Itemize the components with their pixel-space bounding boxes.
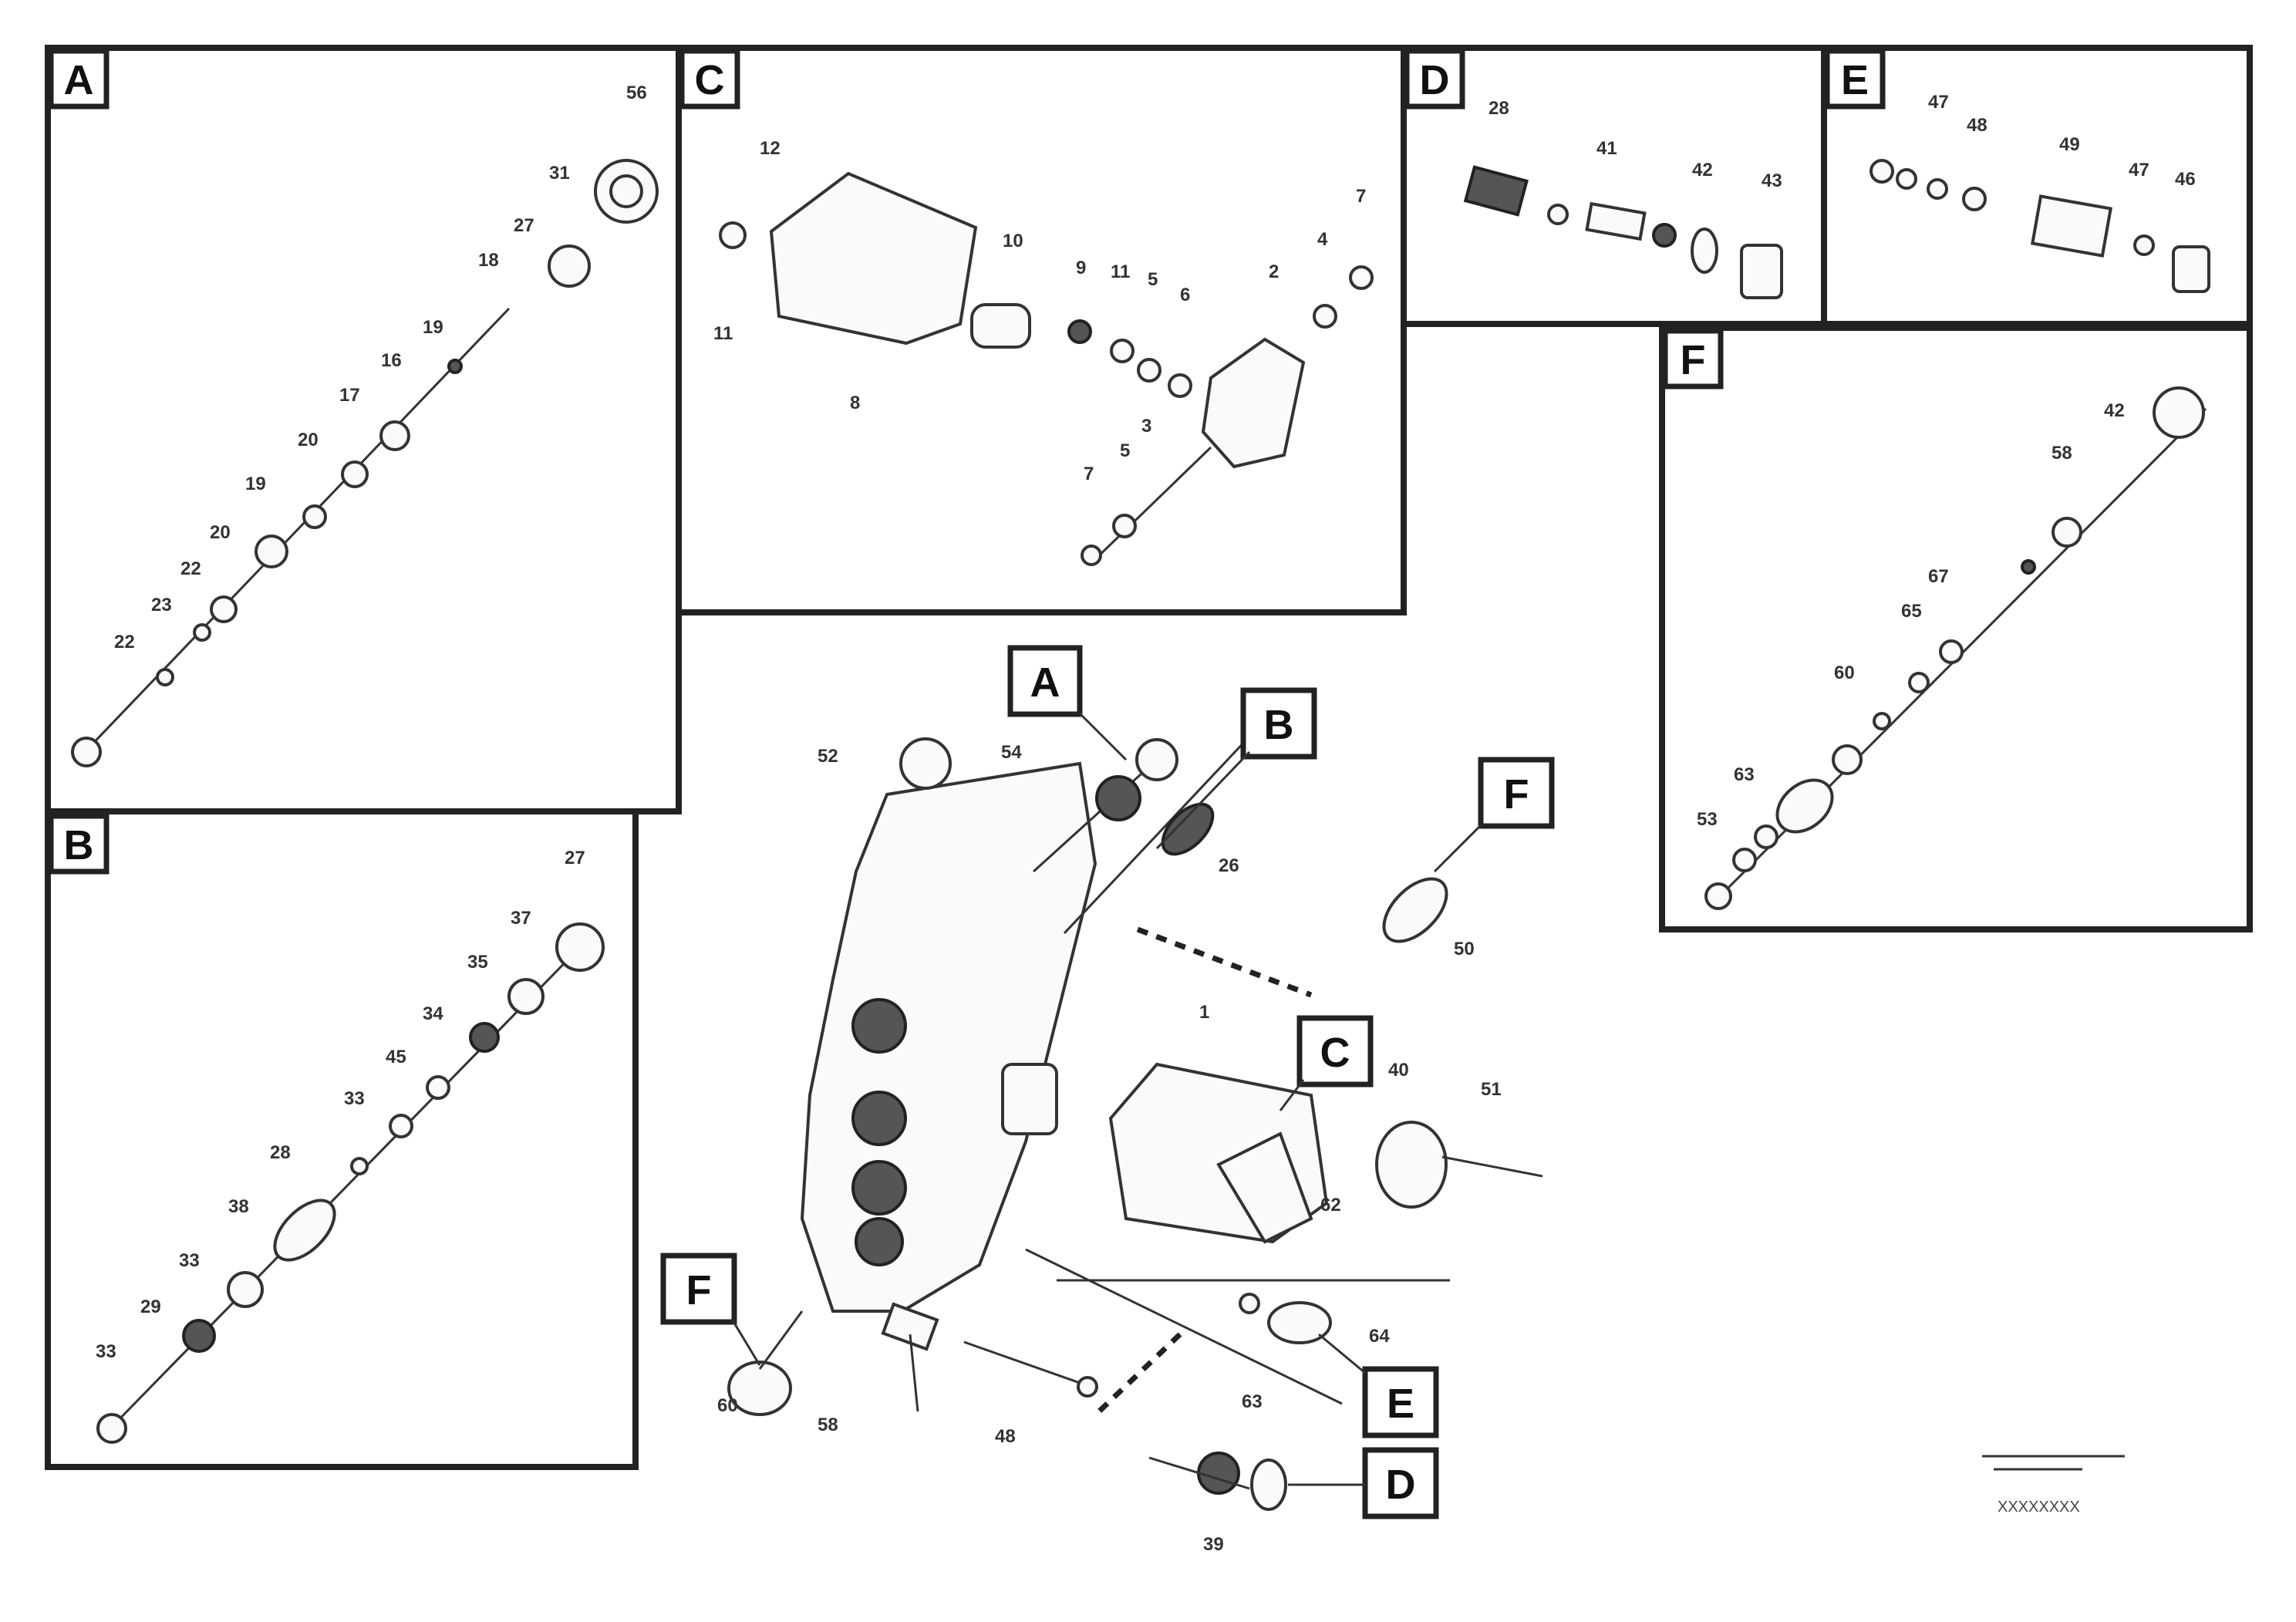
part-number: 2 bbox=[1269, 261, 1279, 282]
part-number: 56 bbox=[626, 83, 647, 103]
panel-f-numbers: 42 58 67 65 60 63 53 bbox=[1697, 400, 2125, 830]
part-number: 10 bbox=[1003, 231, 1023, 251]
part-number: 4 bbox=[1317, 229, 1328, 250]
part-number: 11 bbox=[713, 323, 733, 344]
part-number: 18 bbox=[478, 250, 499, 271]
part-number: 63 bbox=[1734, 764, 1755, 785]
callout-b: B bbox=[1264, 702, 1294, 748]
part-number: 33 bbox=[179, 1250, 200, 1271]
detail-panel-d: D 28 41 42 43 bbox=[1401, 45, 1827, 327]
part-number: 67 bbox=[1928, 566, 1949, 587]
part-number: 7 bbox=[1356, 186, 1366, 207]
part-number: 52 bbox=[818, 746, 838, 767]
part-number: 27 bbox=[565, 848, 585, 868]
part-number: 40 bbox=[1388, 1060, 1409, 1081]
part-number: 12 bbox=[760, 138, 781, 159]
part-number: 43 bbox=[1762, 170, 1782, 191]
main-callouts: A B F C F E D bbox=[660, 645, 1555, 1519]
part-number: 26 bbox=[1219, 855, 1239, 876]
part-number: 51 bbox=[1481, 1079, 1502, 1100]
panel-e-numbers: 47 48 49 47 46 bbox=[1928, 92, 2196, 190]
drawing-code: XXXXXXXX bbox=[1998, 1499, 2080, 1516]
part-number: 27 bbox=[514, 215, 534, 236]
part-number: 42 bbox=[1692, 160, 1713, 180]
part-number: 53 bbox=[1697, 809, 1718, 830]
part-number: 16 bbox=[381, 350, 402, 371]
part-number: 33 bbox=[344, 1088, 365, 1109]
part-number: 47 bbox=[2129, 160, 2149, 180]
panel-f-label: F bbox=[1681, 337, 1706, 383]
part-number: 64 bbox=[1369, 1326, 1390, 1347]
part-number: 41 bbox=[1596, 138, 1617, 159]
part-number: 60 bbox=[717, 1395, 738, 1416]
callout-a: A bbox=[1030, 659, 1060, 706]
part-number: 3 bbox=[1141, 416, 1151, 437]
detail-panel-e: E 47 48 49 47 46 bbox=[1821, 45, 2253, 327]
part-number: 5 bbox=[1148, 269, 1158, 290]
part-number: 60 bbox=[1834, 663, 1855, 683]
part-number: 34 bbox=[423, 1003, 443, 1024]
part-number: 5 bbox=[1120, 440, 1130, 461]
callout-d: D bbox=[1386, 1462, 1416, 1508]
part-number: 46 bbox=[2175, 169, 2196, 190]
panel-c-label: C bbox=[695, 57, 725, 103]
part-number: 37 bbox=[511, 908, 531, 929]
part-number: 28 bbox=[270, 1142, 291, 1163]
drawing-code-block: XXXXXXXX bbox=[1982, 1455, 2125, 1516]
part-number: 38 bbox=[228, 1196, 249, 1217]
part-number: 8 bbox=[850, 393, 860, 413]
callout-e: E bbox=[1387, 1381, 1414, 1427]
panel-d-label: D bbox=[1420, 57, 1450, 103]
detail-panel-c: C 12 11 8 10 9 11 5 6 2 4 7 7 5 3 bbox=[676, 45, 1407, 615]
part-number: 20 bbox=[298, 430, 319, 450]
part-number: 9 bbox=[1076, 258, 1086, 278]
part-number: 1 bbox=[1199, 1002, 1209, 1023]
detail-panel-a: A 56 31 27 18 19 16 17 20 19 20 22 23 22 bbox=[45, 45, 682, 814]
part-number: 35 bbox=[467, 952, 488, 973]
detail-panel-b: B 27 37 35 34 45 33 28 38 33 29 33 bbox=[45, 808, 639, 1470]
panel-a-label: A bbox=[64, 57, 94, 103]
part-number: 20 bbox=[210, 522, 231, 543]
part-number: 48 bbox=[1967, 115, 1988, 136]
part-number: 22 bbox=[114, 632, 135, 653]
part-number: 47 bbox=[1928, 92, 1949, 113]
panel-d-numbers: 28 41 42 43 bbox=[1489, 98, 1782, 191]
part-number: 29 bbox=[140, 1297, 161, 1317]
main-assembly: 52 54 26 50 1 40 51 62 64 60 58 48 63 39… bbox=[660, 645, 1555, 1555]
part-number: 50 bbox=[1454, 939, 1475, 959]
panel-c-numbers: 12 11 8 10 9 11 5 6 2 4 7 7 5 3 bbox=[713, 138, 1366, 484]
part-number: 54 bbox=[1001, 742, 1022, 763]
part-number: 6 bbox=[1180, 285, 1190, 305]
part-number: 65 bbox=[1901, 601, 1922, 622]
part-number: 11 bbox=[1111, 261, 1130, 282]
part-number: 23 bbox=[151, 595, 172, 615]
panel-a-numbers: 56 31 27 18 19 16 17 20 19 20 22 23 22 bbox=[114, 83, 647, 653]
panel-b-label: B bbox=[64, 822, 94, 868]
part-number: 28 bbox=[1489, 98, 1509, 119]
main-part-numbers: 52 54 26 50 1 40 51 62 64 60 58 48 63 39 bbox=[717, 742, 1502, 1555]
part-number: 33 bbox=[96, 1341, 116, 1362]
callout-c: C bbox=[1320, 1030, 1350, 1076]
part-number: 58 bbox=[818, 1415, 838, 1435]
detail-panel-f: F 42 58 67 65 60 63 53 bbox=[1659, 325, 2253, 932]
part-number: 58 bbox=[2052, 443, 2072, 464]
panel-b-numbers: 27 37 35 34 45 33 28 38 33 29 33 bbox=[96, 848, 585, 1362]
part-number: 42 bbox=[2104, 400, 2125, 421]
panel-e-label: E bbox=[1841, 57, 1869, 103]
part-number: 31 bbox=[549, 163, 570, 184]
part-number: 48 bbox=[995, 1426, 1016, 1447]
part-number: 22 bbox=[180, 558, 201, 579]
part-number: 19 bbox=[245, 474, 266, 494]
part-number: 17 bbox=[339, 385, 360, 406]
part-number: 62 bbox=[1320, 1195, 1341, 1216]
part-number: 19 bbox=[423, 317, 443, 338]
part-number: 49 bbox=[2059, 134, 2080, 155]
callout-f-bottom: F bbox=[686, 1267, 712, 1313]
part-number: 7 bbox=[1084, 464, 1094, 484]
part-number: 63 bbox=[1242, 1391, 1263, 1412]
callout-f-top: F bbox=[1504, 771, 1529, 818]
part-number: 39 bbox=[1203, 1534, 1224, 1555]
part-number: 45 bbox=[386, 1047, 406, 1067]
